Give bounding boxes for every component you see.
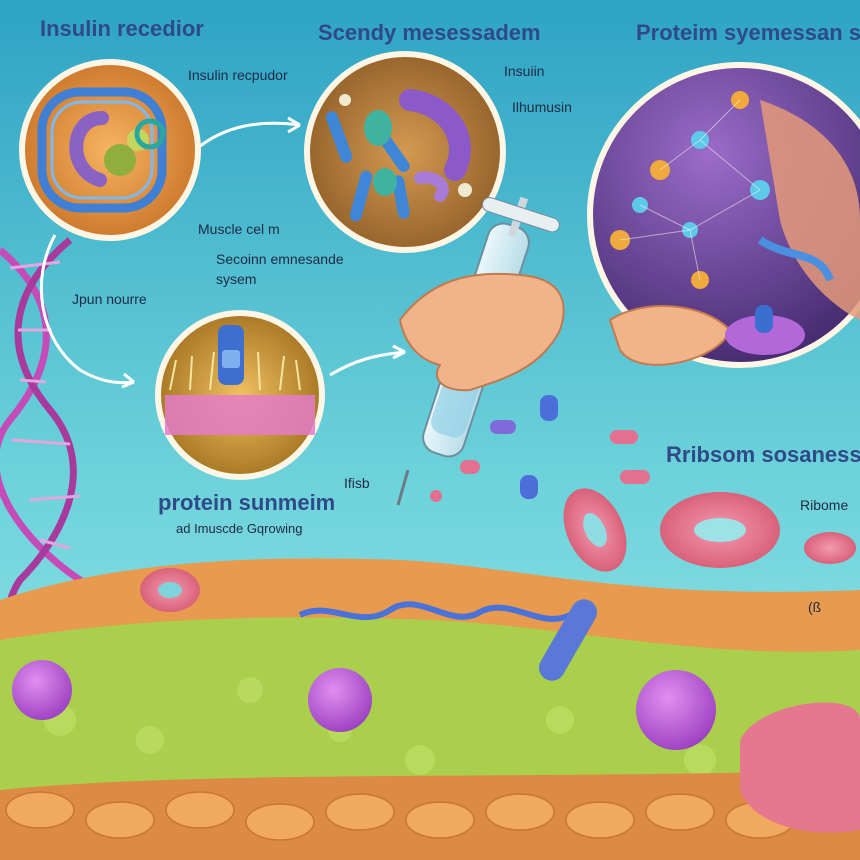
protein-blobs <box>12 660 716 750</box>
insulin-receptor-title: Insulin recedior <box>40 16 204 41</box>
protein-synthesis-bottom: protein sunmeim <box>158 490 336 515</box>
ifisb-label: Ifisb <box>344 475 370 491</box>
floating-proteins <box>430 395 650 502</box>
protein-synthesis-panel <box>587 62 860 368</box>
secondary-messenger-panel <box>304 51 506 253</box>
ribosome-title: Rribsom sosanessin <box>666 442 860 467</box>
muscle-growing-label: ad Imuscde Gqrowing <box>176 521 303 536</box>
tissue-layer <box>0 558 860 860</box>
protein-synthesis-title: Proteim syemessan sy <box>636 20 860 45</box>
insulin-callout: Insuiin <box>504 63 545 79</box>
ribosome-icon <box>140 488 860 833</box>
second-messenger-system-panel <box>155 310 325 480</box>
second-messenger-system-line1: Secoinn emnesande <box>216 251 344 267</box>
secondary-messenger-title: Scendy mesessadem <box>318 20 541 45</box>
muscle-cell-label: Muscle cel m <box>198 221 280 237</box>
second-messenger-system-line2: sysem <box>216 271 257 287</box>
ribosome-callout: Ribome <box>800 497 849 513</box>
insulin-receptor-callout: Insulin recpudor <box>188 67 288 83</box>
arrow-icon <box>39 116 406 389</box>
hand-icon <box>398 272 565 392</box>
ilhumusin-callout: Ilhumusin <box>512 99 572 115</box>
jpun-label: Jpun nourre <box>72 291 147 307</box>
insulin-receptor-panel <box>19 59 201 241</box>
small-mark: (ß <box>808 599 822 615</box>
